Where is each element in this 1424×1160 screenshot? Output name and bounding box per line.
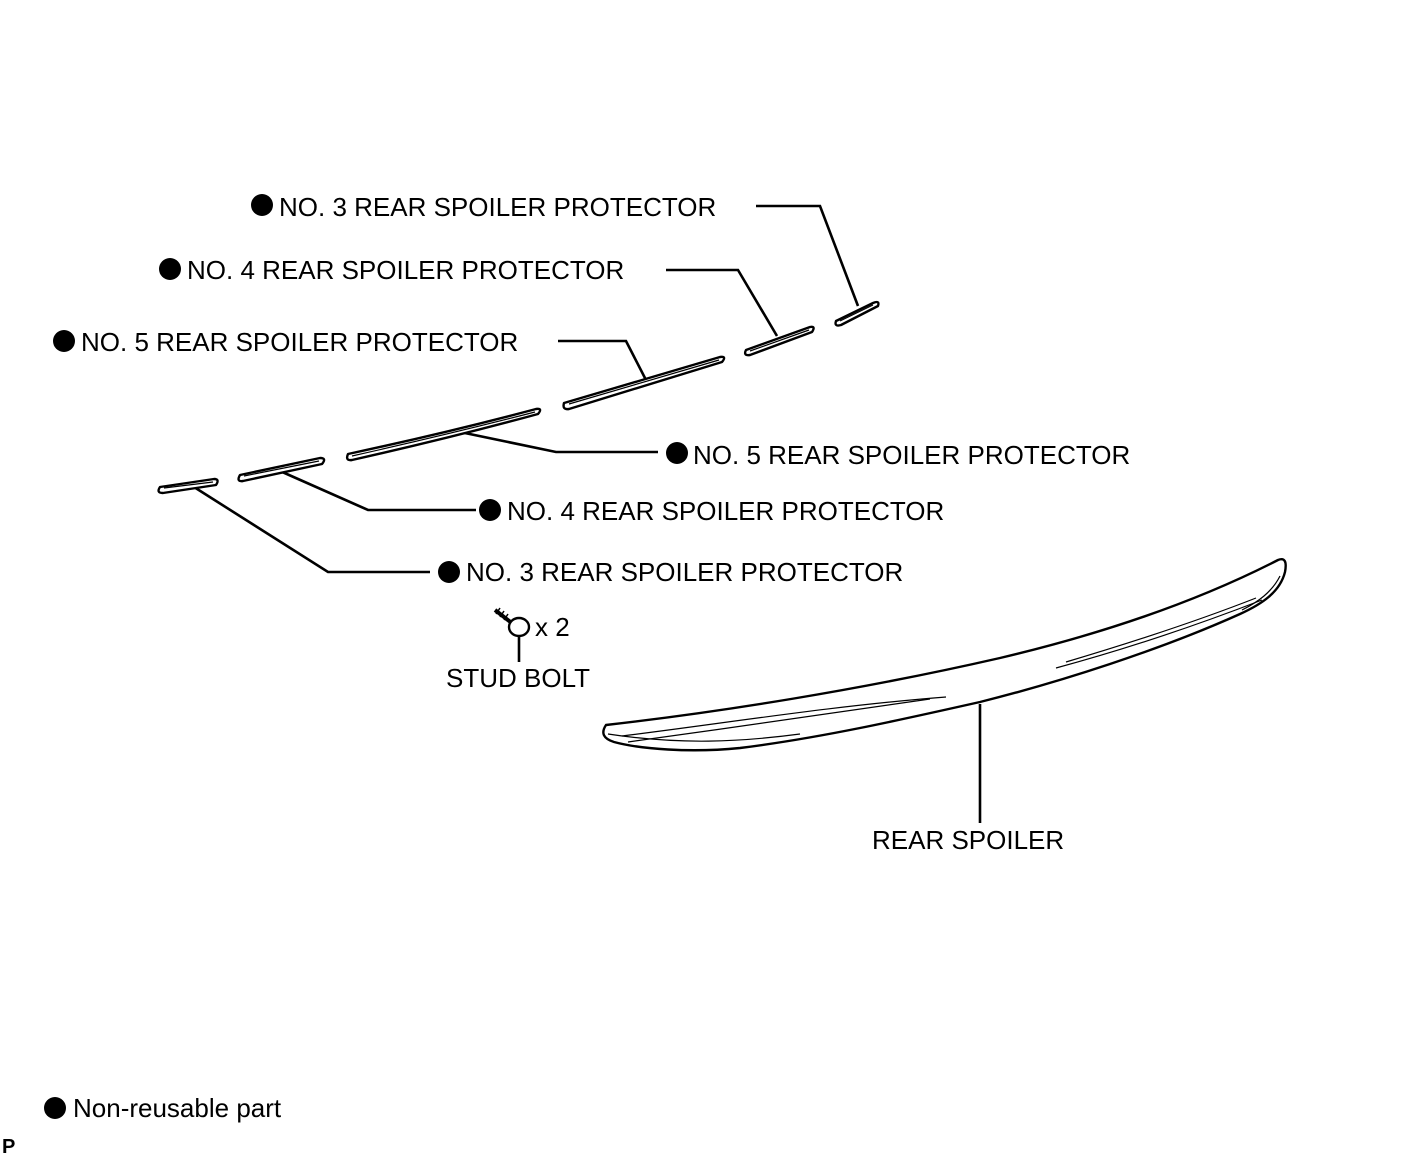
protector-strip-no5-lower <box>345 407 542 462</box>
non-reusable-marker-icon <box>251 194 273 216</box>
corner-mark: P <box>2 1136 15 1158</box>
leader-no5-upper <box>558 339 648 381</box>
rear-spoiler-body <box>602 558 1287 752</box>
legend-marker-icon <box>44 1097 66 1119</box>
label-no5-protector-lower: NO. 5 REAR SPOILER PROTECTOR <box>693 440 1130 470</box>
label-no4-protector-lower: NO. 4 REAR SPOILER PROTECTOR <box>507 496 944 526</box>
label-no3-protector-lower: NO. 3 REAR SPOILER PROTECTOR <box>466 557 903 587</box>
legend-non-reusable-label: Non-reusable part <box>73 1093 282 1123</box>
non-reusable-marker-icon <box>159 258 181 280</box>
label-no5-protector-upper: NO. 5 REAR SPOILER PROTECTOR <box>81 327 518 357</box>
label-no3-protector-upper: NO. 3 REAR SPOILER PROTECTOR <box>279 192 716 222</box>
leader-no3-lower <box>193 485 430 574</box>
leader-no5-lower <box>459 430 658 454</box>
label-rear-spoiler: REAR SPOILER <box>872 825 1064 855</box>
non-reusable-marker-icon <box>53 330 75 352</box>
leader-no3-upper <box>756 204 860 307</box>
protector-strip-no3-upper <box>834 300 880 327</box>
label-stud-bolt: STUD BOLT <box>446 663 590 693</box>
non-reusable-marker-icon <box>438 561 460 583</box>
non-reusable-marker-icon <box>479 499 501 521</box>
protector-strip-no5-upper <box>562 355 726 411</box>
non-reusable-marker-icon <box>666 442 688 464</box>
label-stud-bolt-quantity: x 2 <box>535 612 570 642</box>
leader-no4-lower <box>279 469 476 512</box>
label-no4-protector-upper: NO. 4 REAR SPOILER PROTECTOR <box>187 255 624 285</box>
protector-strip-no4-upper <box>743 325 815 357</box>
leader-no4-upper <box>666 268 779 337</box>
protector-strip-no3-lower <box>157 477 219 495</box>
protector-strip-no4-lower <box>237 456 326 483</box>
stud-bolt-icon <box>493 607 531 638</box>
